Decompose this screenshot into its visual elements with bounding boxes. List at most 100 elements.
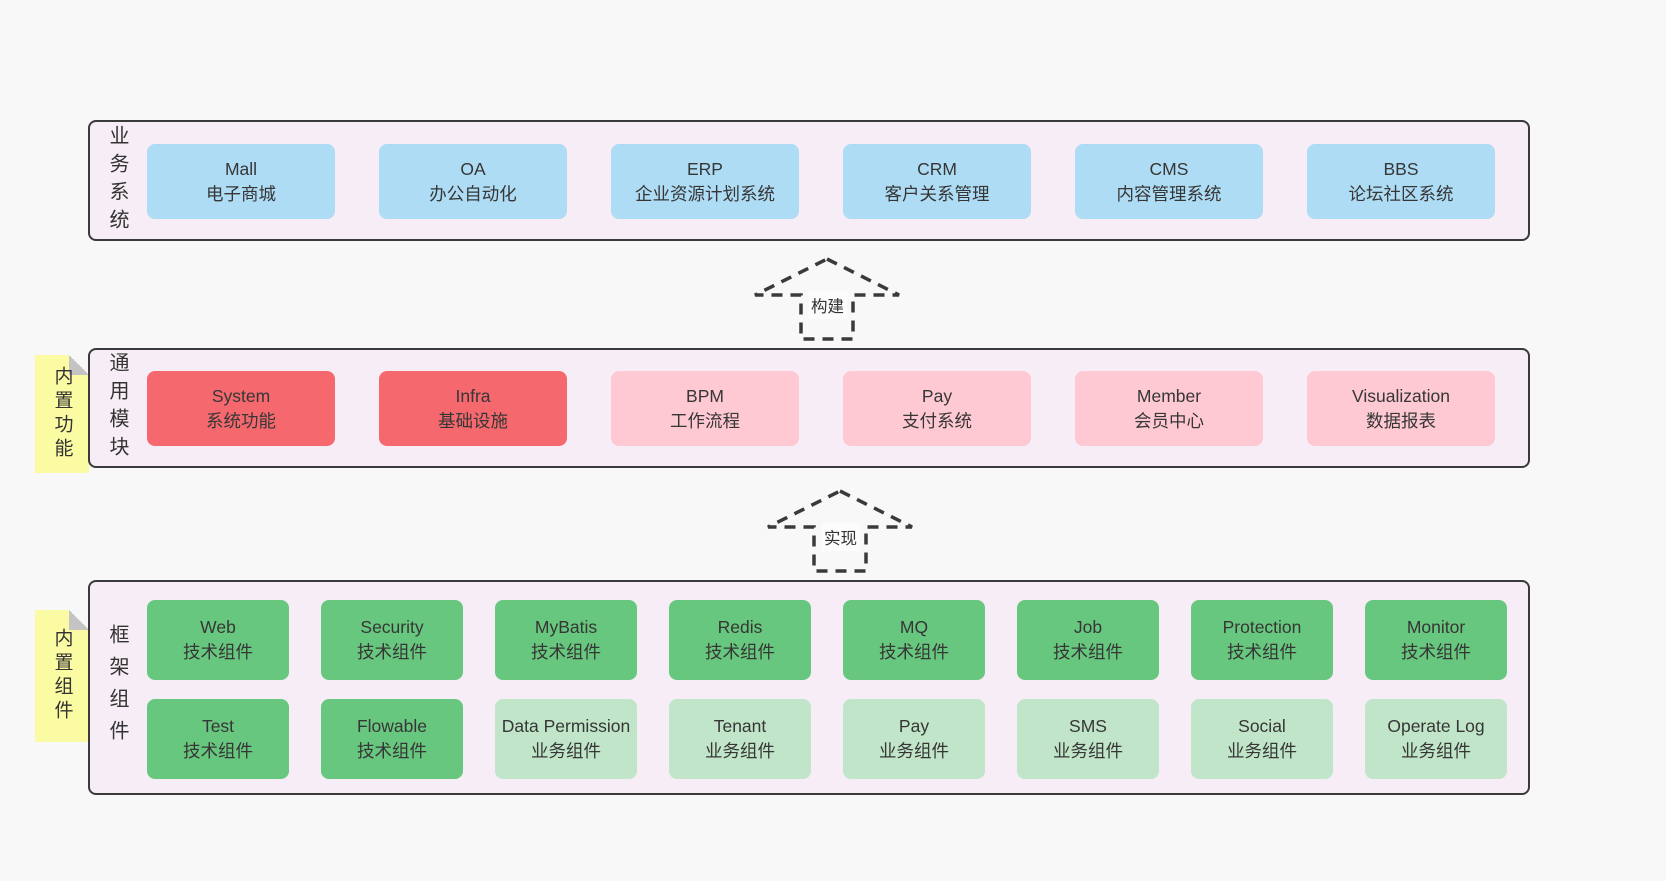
box-title: Security (360, 617, 424, 638)
box-redis: Redis 技术组件 (669, 600, 811, 680)
box-pay-module: Pay 支付系统 (843, 371, 1031, 446)
box-title: CMS (1149, 158, 1189, 179)
layer-title: 业务系统 (106, 124, 128, 237)
box-subtitle: 技术组件 (1227, 642, 1297, 662)
box-title: Visualization (1352, 385, 1450, 406)
box-title: SMS (1069, 716, 1107, 737)
box-subtitle: 技术组件 (531, 642, 601, 662)
common-modules-row: System 系统功能 Infra 基础设施 BPM 工作流程 Pay 支付系统… (147, 371, 1495, 446)
box-subtitle: 业务组件 (1401, 741, 1471, 761)
box-erp: ERP 企业资源计划系统 (611, 144, 799, 219)
box-subtitle: 数据报表 (1366, 410, 1436, 431)
sticky-note-label: 内置组件 (51, 628, 73, 724)
box-subtitle: 办公自动化 (429, 183, 517, 204)
box-crm: CRM 客户关系管理 (843, 144, 1031, 219)
layer-framework-components: 框架组件 Web 技术组件 Security 技术组件 MyBatis 技术组件… (88, 580, 1530, 795)
box-title: MyBatis (534, 617, 598, 638)
box-title: System (211, 385, 271, 406)
box-title: Protection (1222, 617, 1302, 638)
framework-components-row-1: Web 技术组件 Security 技术组件 MyBatis 技术组件 Redi… (147, 600, 1507, 680)
box-subtitle: 技术组件 (183, 642, 253, 662)
box-title: BBS (1383, 158, 1419, 179)
box-pay-component: Pay 业务组件 (843, 699, 985, 779)
box-subtitle: 业务组件 (1053, 741, 1123, 761)
box-subtitle: 业务组件 (879, 741, 949, 761)
sticky-note-built-in-features: 内置功能 (35, 355, 89, 473)
folded-corner-icon (69, 610, 89, 630)
box-title: Web (200, 617, 236, 638)
business-systems-row: Mall 电子商城 OA 办公自动化 ERP 企业资源计划系统 CRM 客户关系… (147, 144, 1495, 219)
box-bpm: BPM 工作流程 (611, 371, 799, 446)
box-subtitle: 业务组件 (531, 741, 601, 761)
box-subtitle: 技术组件 (1053, 642, 1123, 662)
layer-title: 框架组件 (106, 623, 128, 752)
box-protection: Protection 技术组件 (1191, 600, 1333, 680)
box-subtitle: 技术组件 (357, 642, 427, 662)
box-subtitle: 客户关系管理 (884, 183, 990, 204)
box-mq: MQ 技术组件 (843, 600, 985, 680)
folded-corner-icon (69, 355, 89, 375)
box-subtitle: 技术组件 (183, 741, 253, 761)
layer-title: 通用模块 (106, 352, 128, 464)
box-test: Test 技术组件 (147, 699, 289, 779)
box-mybatis: MyBatis 技术组件 (495, 600, 637, 680)
box-title: Flowable (356, 716, 428, 737)
box-subtitle: 技术组件 (705, 642, 775, 662)
box-subtitle: 会员中心 (1134, 410, 1204, 431)
box-security: Security 技术组件 (321, 600, 463, 680)
box-title: BPM (686, 385, 724, 406)
box-title: Data Permission (501, 716, 631, 737)
box-title: Pay (921, 385, 953, 406)
box-title: Redis (717, 617, 763, 638)
box-oa: OA 办公自动化 (379, 144, 567, 219)
arrow-build: 构建 (750, 255, 905, 343)
box-subtitle: 业务组件 (705, 741, 775, 761)
arrow-label: 实现 (821, 523, 860, 551)
box-social: Social 业务组件 (1191, 699, 1333, 779)
box-title: Infra (455, 385, 491, 406)
layer-common-modules: 通用模块 System 系统功能 Infra 基础设施 BPM 工作流程 Pay… (88, 348, 1530, 468)
box-subtitle: 技术组件 (879, 642, 949, 662)
box-title: MQ (899, 617, 929, 638)
box-subtitle: 技术组件 (357, 741, 427, 761)
box-title: Operate Log (1387, 716, 1485, 737)
box-subtitle: 论坛社区系统 (1348, 183, 1454, 204)
box-subtitle: 系统功能 (206, 410, 276, 431)
box-tenant: Tenant 业务组件 (669, 699, 811, 779)
box-title: OA (460, 158, 486, 179)
box-operate-log: Operate Log 业务组件 (1365, 699, 1507, 779)
box-system: System 系统功能 (147, 371, 335, 446)
box-title: Test (201, 716, 235, 737)
box-monitor: Monitor 技术组件 (1365, 600, 1507, 680)
box-visualization: Visualization 数据报表 (1307, 371, 1495, 446)
box-flowable: Flowable 技术组件 (321, 699, 463, 779)
box-subtitle: 内容管理系统 (1116, 183, 1222, 204)
layer-business-systems: 业务系统 Mall 电子商城 OA 办公自动化 ERP 企业资源计划系统 CRM… (88, 120, 1530, 241)
box-subtitle: 支付系统 (902, 410, 972, 431)
box-infra: Infra 基础设施 (379, 371, 567, 446)
arrow-up-icon (754, 257, 900, 341)
box-title: Mall (224, 158, 258, 179)
box-subtitle: 业务组件 (1227, 741, 1297, 761)
box-subtitle: 工作流程 (670, 410, 740, 431)
framework-components-row-2: Test 技术组件 Flowable 技术组件 Data Permission … (147, 699, 1507, 779)
box-mall: Mall 电子商城 (147, 144, 335, 219)
sticky-note-label: 内置功能 (51, 366, 73, 462)
box-data-permission: Data Permission 业务组件 (495, 699, 637, 779)
box-title: Pay (898, 716, 930, 737)
box-subtitle: 基础设施 (438, 410, 508, 431)
box-title: Monitor (1406, 617, 1466, 638)
box-bbs: BBS 论坛社区系统 (1307, 144, 1495, 219)
box-subtitle: 电子商城 (206, 183, 276, 204)
sticky-note-built-in-components: 内置组件 (35, 610, 89, 742)
box-title: Social (1238, 716, 1286, 737)
arrow-label: 构建 (808, 291, 847, 319)
box-job: Job 技术组件 (1017, 600, 1159, 680)
box-title: CRM (917, 158, 957, 179)
box-title: ERP (687, 158, 723, 179)
box-subtitle: 技术组件 (1401, 642, 1471, 662)
box-web: Web 技术组件 (147, 600, 289, 680)
arrow-implement: 实现 (763, 487, 918, 575)
box-title: Member (1136, 385, 1202, 406)
